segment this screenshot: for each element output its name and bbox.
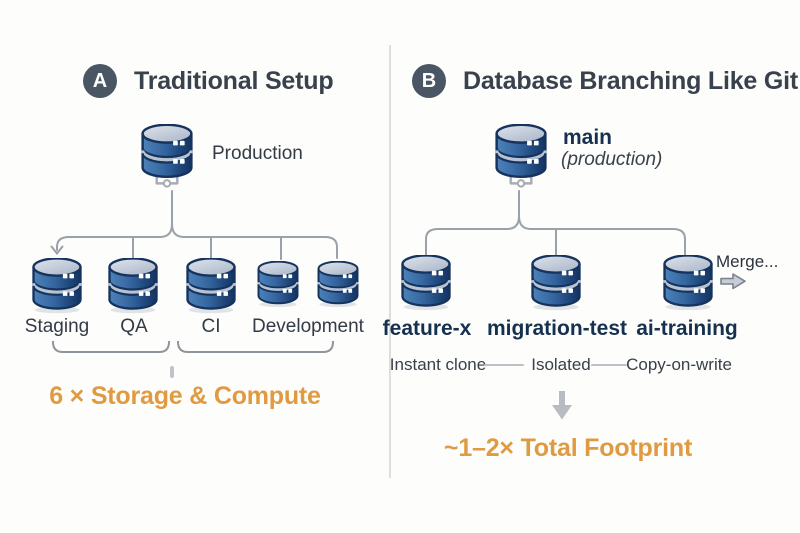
database-icon-feature-x bbox=[397, 255, 455, 311]
tree-connector-left bbox=[50, 190, 338, 260]
panel-divider bbox=[389, 45, 391, 478]
production-label: Production bbox=[212, 143, 303, 164]
main-label: main bbox=[563, 126, 613, 149]
branch-arrow-icon bbox=[50, 245, 64, 256]
summary-tick bbox=[170, 366, 174, 378]
panel-b-title: Database Branching Like Git bbox=[463, 67, 798, 95]
badge-b-icon: B bbox=[412, 64, 446, 98]
brace-right-group bbox=[177, 341, 334, 353]
down-arrow-icon bbox=[552, 391, 572, 420]
feature-separator-1 bbox=[484, 364, 524, 366]
panel-a-title: Traditional Setup bbox=[134, 67, 334, 95]
db-label-development: Development bbox=[252, 316, 364, 337]
database-icon-staging bbox=[28, 258, 86, 314]
branch-name-migration-test: migration-test bbox=[486, 317, 627, 340]
badge-a-icon: A bbox=[83, 64, 117, 98]
database-icon-dev-2 bbox=[314, 261, 362, 308]
production-database-icon bbox=[137, 124, 197, 194]
merge-arrow-icon bbox=[720, 273, 746, 290]
tree-connector-right bbox=[425, 190, 686, 256]
db-label-ci: CI bbox=[201, 316, 221, 337]
right-summary: ~1–2× Total Footprint bbox=[443, 434, 693, 462]
db-label-staging: Staging bbox=[24, 316, 90, 337]
branch-name-feature-x: feature-x bbox=[382, 317, 472, 340]
main-subtitle: (production) bbox=[561, 149, 663, 170]
main-database-icon bbox=[491, 124, 551, 194]
database-icon-qa bbox=[104, 258, 162, 314]
database-icon-dev-1 bbox=[254, 261, 302, 308]
brace-left-group bbox=[52, 341, 170, 353]
database-icon-migration-test bbox=[527, 255, 585, 311]
feature-isolated: Isolated bbox=[531, 355, 591, 374]
db-label-qa: QA bbox=[120, 316, 148, 337]
feature-copy-on-write: Copy-on-write bbox=[626, 355, 732, 374]
feature-separator-2 bbox=[591, 364, 627, 366]
branch-name-ai-training: ai-training bbox=[636, 317, 738, 340]
database-icon-ci bbox=[182, 258, 240, 314]
left-summary: 6 × Storage & Compute bbox=[49, 382, 321, 410]
feature-instant-clone: Instant clone bbox=[389, 355, 487, 374]
database-icon-ai-training bbox=[659, 255, 717, 311]
merge-label: Merge... bbox=[716, 252, 779, 271]
